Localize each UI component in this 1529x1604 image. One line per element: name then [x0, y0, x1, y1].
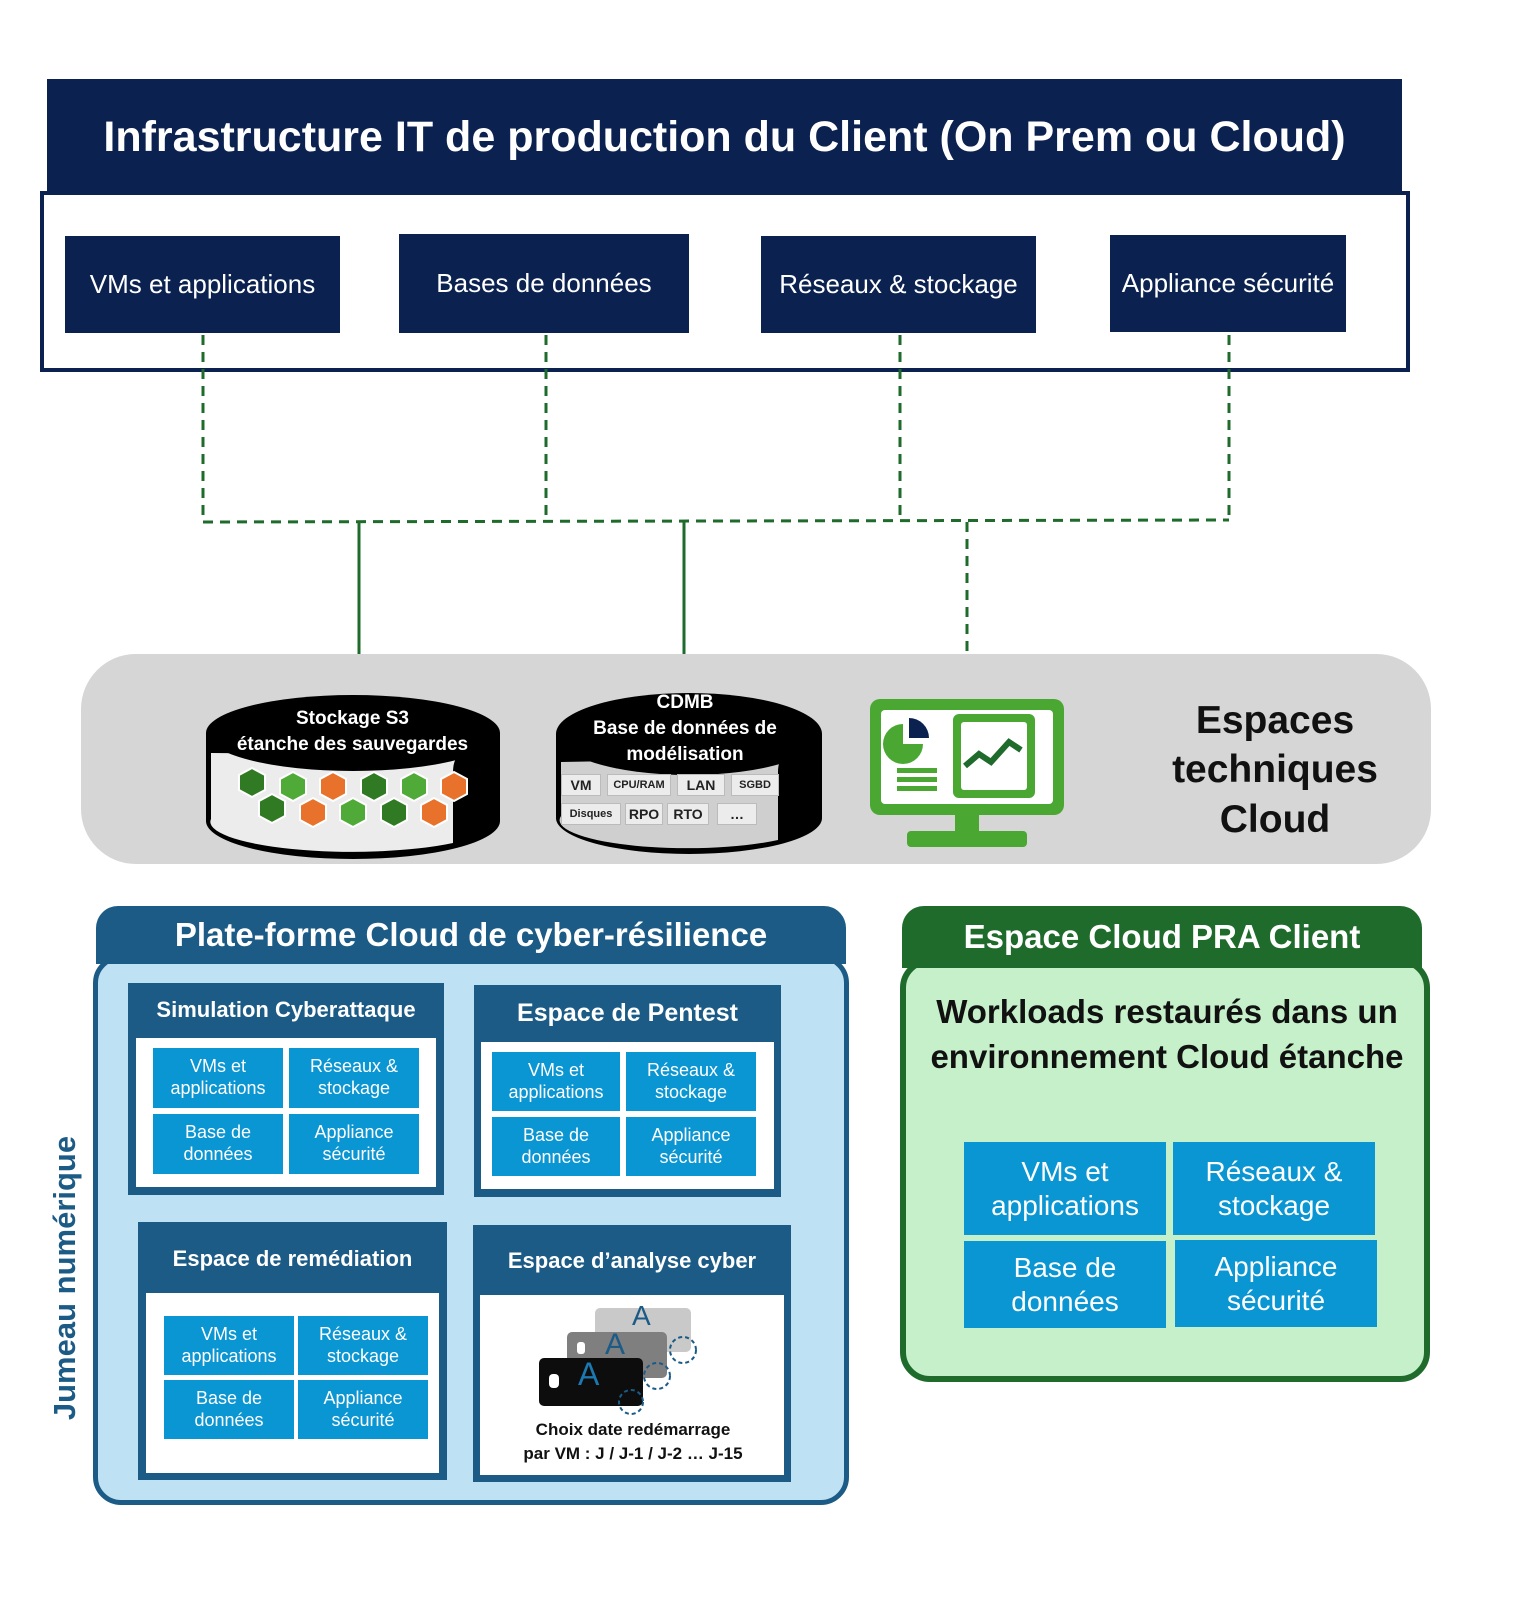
- remediation-tile-network: Réseaux & stockage: [298, 1316, 428, 1375]
- pentest-title: Espace de Pentest: [517, 998, 738, 1027]
- remediation-title: Espace de remédiation: [172, 1246, 413, 1271]
- infra-item-network-storage: Réseaux & stockage: [761, 236, 1036, 333]
- remediation-tile-security: Appliance sécurité: [298, 1380, 428, 1439]
- cdmb-tag-sgbd: SGBD: [731, 774, 779, 796]
- simulation-tile-databases: Base de données: [153, 1114, 283, 1174]
- cdmb-tag-rto: RTO: [667, 803, 709, 825]
- s3-storage-cylinder-icon: [206, 695, 500, 859]
- digital-twin-label: Jumeau numérique: [47, 1135, 82, 1421]
- cdmb-label-line3: modélisation: [626, 744, 744, 765]
- restart-date-caption: Choix date redémarrage par VM : J / J-1 …: [478, 1418, 788, 1470]
- pra-title: Espace Cloud PRA Client: [902, 906, 1422, 968]
- cdmb-label-line1: CDMB: [656, 692, 714, 713]
- infra-item-vms: VMs et applications: [65, 236, 340, 333]
- remediation-tile-databases: Base de données: [164, 1380, 294, 1439]
- simulation-tile-vms: VMs et applications: [153, 1048, 283, 1108]
- cdmb-tag-more: …: [717, 803, 757, 825]
- analysis-title: Espace d’analyse cyber: [507, 1248, 757, 1273]
- restore-snapshots-icon: [539, 1308, 697, 1415]
- restart-date-caption-line1: Choix date redémarrage: [535, 1420, 731, 1439]
- infra-item-databases: Bases de données: [399, 234, 689, 333]
- cyber-platform-title: Plate-forme Cloud de cyber-résilience: [96, 906, 846, 964]
- s3-label-line2: étanche des sauvegardes: [236, 734, 469, 755]
- cdmb-tag-cpu-ram: CPU/RAM: [607, 774, 671, 796]
- snapshot-letter-back: A: [632, 1300, 651, 1331]
- dashed-bus: [201, 335, 1231, 704]
- cdmb-label-line2: Base de données de: [593, 718, 777, 739]
- dashboard-monitor-icon: [870, 699, 1064, 847]
- pra-tile-security: Appliance sécurité: [1175, 1240, 1377, 1327]
- technical-spaces-title: Espaces techniques Cloud: [1172, 698, 1378, 841]
- pentest-tile-databases: Base de données: [492, 1117, 620, 1176]
- simulation-tile-security: Appliance sécurité: [289, 1114, 419, 1174]
- cdmb-tag-lan: LAN: [677, 774, 725, 796]
- cdmb-tag-rpo: RPO: [625, 803, 663, 825]
- infra-item-security-appliance: Appliance sécurité: [1110, 235, 1346, 332]
- simulation-tile-network: Réseaux & stockage: [289, 1048, 419, 1108]
- restart-date-caption-line2: par VM : J / J-1 / J-2 … J-15: [523, 1443, 743, 1463]
- pra-tile-vms: VMs et applications: [964, 1142, 1166, 1235]
- s3-label-line1: Stockage S3: [296, 708, 409, 729]
- snapshot-letter-front: A: [578, 1356, 600, 1392]
- pra-tile-databases: Base de données: [964, 1241, 1166, 1328]
- snapshot-letter-middle: A: [605, 1328, 626, 1361]
- simulation-title: Simulation Cyberattaque: [156, 997, 416, 1022]
- pentest-tile-network: Réseaux & stockage: [626, 1052, 756, 1111]
- pra-description: Workloads restaurés dans un environnemen…: [930, 993, 1404, 1075]
- pentest-tile-security: Appliance sécurité: [626, 1117, 756, 1176]
- cdmb-tag-vm: VM: [561, 774, 601, 796]
- infrastructure-title: Infrastructure IT de production du Clien…: [47, 79, 1402, 196]
- cdmb-tag-disks: Disques: [561, 803, 621, 825]
- pra-tile-network: Réseaux & stockage: [1173, 1142, 1375, 1235]
- remediation-tile-vms: VMs et applications: [164, 1316, 294, 1375]
- connector-lines: [201, 335, 1231, 704]
- pentest-tile-vms: VMs et applications: [492, 1052, 620, 1111]
